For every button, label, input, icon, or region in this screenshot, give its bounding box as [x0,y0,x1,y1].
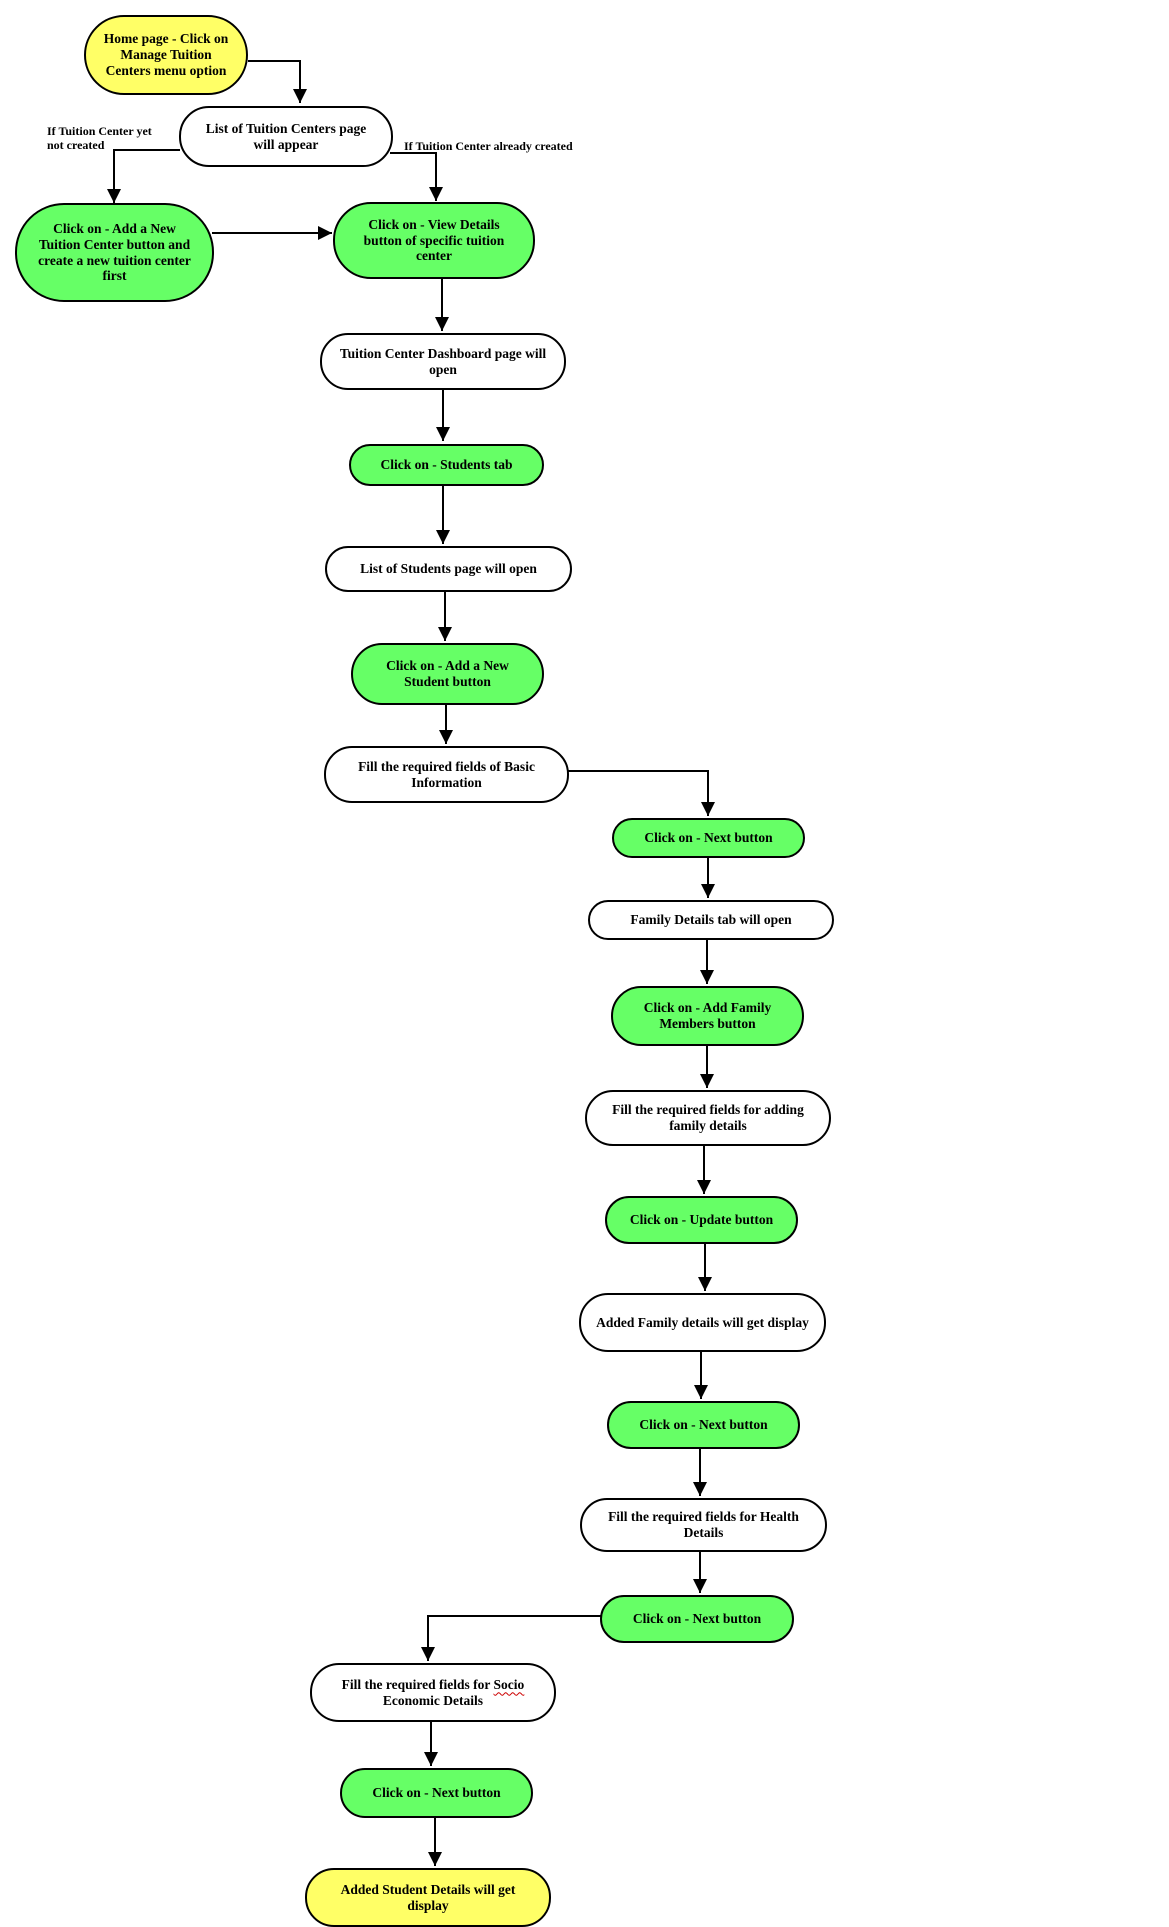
view-details-text: Click on - View Details button of specif… [363,216,505,264]
socio-economic-text-part2: Socio [493,1676,525,1692]
add-new-student-text: Click on - Add a New Student button [386,658,509,689]
condition-not-created-label: If Tuition Center yet not created [47,124,152,153]
basic-information-text: Fill the required fields of Basic Inform… [358,758,535,790]
next-after-socio-text: Click on - Next button [372,1785,501,1801]
next-after-socio-node: Click on - Next button [340,1768,533,1818]
arrow-list-to-view-details [390,152,443,201]
next-after-family-node: Click on - Next button [607,1401,800,1449]
student-details-display-text: Added Student Details will get display [340,1881,516,1913]
family-details-tab-node: Family Details tab will open [588,900,834,940]
tuition-centers-list-node: List of Tuition Centers page will appear [179,106,393,167]
arrow-basic-info-to-next [567,770,715,816]
arrow-home-to-list [248,60,307,103]
dashboard-text: Tuition Center Dashboard page will open [339,345,547,377]
next-after-basic-text: Click on - Next button [644,830,773,846]
students-tab-text: Click on - Students tab [380,457,513,473]
home-page-text: Home page - Click on Manage Tuition Cent… [103,31,229,78]
update-button-node: Click on - Update button [605,1196,798,1244]
health-details-text: Fill the required fields for Health Deta… [608,1509,799,1540]
add-new-student-node: Click on - Add a New Student button [351,643,544,705]
students-tab-node: Click on - Students tab [349,444,544,486]
tuition-centers-list-text: List of Tuition Centers page will appear [205,120,367,152]
add-new-center-text: Click on - Add a New Tuition Center butt… [38,220,191,284]
family-details-display-text: Added Family details will get display [596,1314,809,1330]
view-details-node: Click on - View Details button of specif… [333,202,535,279]
socio-economic-text-part3: Economic Details [382,1692,484,1708]
socio-economic-text-part1: Fill the required fields for [341,1676,491,1692]
arrow-list-to-add-center [107,149,180,203]
condition-already-created-label: If Tuition Center already created [404,139,573,153]
students-list-text: List of Students page will open [360,561,537,577]
add-family-members-node: Click on - Add Family Members button [611,986,804,1046]
update-button-text: Click on - Update button [629,1212,774,1228]
add-new-center-node: Click on - Add a New Tuition Center butt… [15,203,214,302]
fill-family-details-node: Fill the required fields for adding fami… [585,1090,831,1146]
family-details-display-node: Added Family details will get display [579,1293,826,1352]
health-details-node: Fill the required fields for Health Deta… [580,1498,827,1552]
family-details-tab-text: Family Details tab will open [630,912,792,928]
basic-information-node: Fill the required fields of Basic Inform… [324,746,569,803]
next-after-health-node: Click on - Next button [600,1595,794,1643]
socio-economic-text: Fill the required fields for Socio Econo… [342,1677,525,1709]
student-details-display-node: Added Student Details will get display [305,1868,551,1927]
fill-family-details-text: Fill the required fields for adding fami… [612,1102,804,1133]
next-after-basic-node: Click on - Next button [612,818,805,858]
arrow-next-to-socio [421,1615,601,1661]
next-after-health-text: Click on - Next button [632,1611,762,1627]
dashboard-node: Tuition Center Dashboard page will open [320,333,566,390]
home-page-node: Home page - Click on Manage Tuition Cent… [84,15,248,95]
next-after-family-text: Click on - Next button [639,1417,768,1433]
socio-economic-node: Fill the required fields for Socio Econo… [310,1663,556,1722]
students-list-node: List of Students page will open [325,546,572,592]
add-family-members-text: Click on - Add Family Members button [643,1000,772,1031]
